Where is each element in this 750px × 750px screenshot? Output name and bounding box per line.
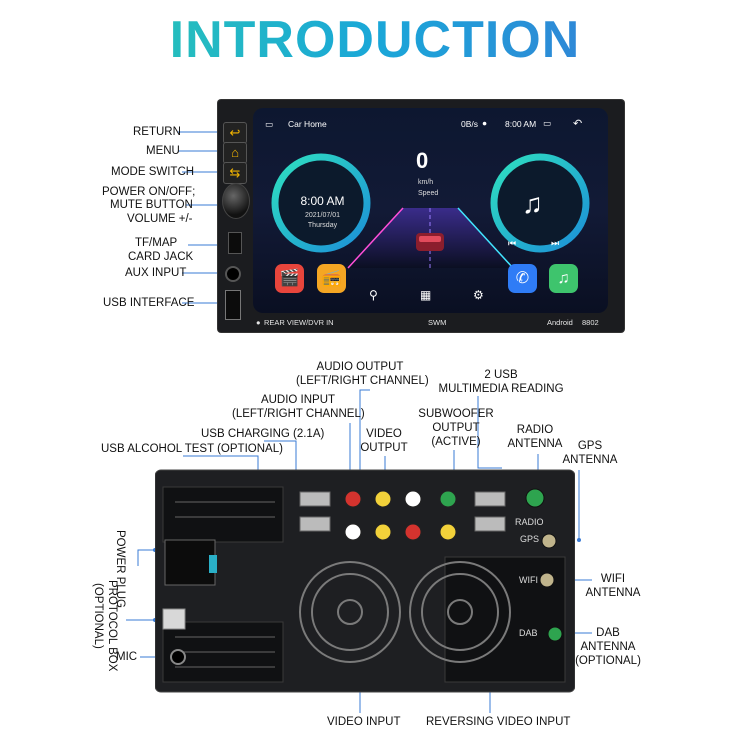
window-icon[interactable]: ▭: [543, 118, 552, 128]
label-dab-antenna-2: ANTENNA: [580, 641, 636, 653]
menu-button[interactable]: ⌂: [223, 142, 247, 164]
label-video-output-1: VIDEO: [366, 428, 402, 440]
label-subwoofer-1: SUBWOOFER: [418, 408, 494, 420]
label-protocol-box-2: (OPTIONAL): [92, 583, 104, 649]
label-menu: MENU: [146, 145, 180, 157]
mode-icon: ⇆: [229, 165, 241, 180]
speed-unit: km/h: [418, 179, 434, 186]
label-aux-input: AUX INPUT: [125, 267, 187, 279]
next-track-icon[interactable]: ⏭: [551, 238, 560, 248]
map-pin-icon[interactable]: ⚲: [369, 288, 378, 302]
music-note-icon[interactable]: ♫: [522, 188, 543, 219]
label-audio-input-2: (LEFT/RIGHT CHANNEL): [232, 408, 365, 420]
location-icon: ●: [482, 118, 488, 128]
home-icon-screen[interactable]: ▭: [265, 119, 274, 129]
label-return: RETURN: [133, 126, 181, 138]
clock-date: 2021/07/01: [304, 212, 341, 219]
label-usb-alcohol: USB ALCOHOL TEST (OPTIONAL): [101, 443, 283, 455]
label-gps-antenna-1: GPS: [577, 440, 603, 452]
label-radio-antenna-2: ANTENNA: [507, 438, 563, 450]
panel-dab-mark: DAB: [519, 628, 538, 638]
label-reversing-video-input: REVERSING VIDEO INPUT: [426, 716, 571, 728]
label-video-input: VIDEO INPUT: [327, 716, 401, 728]
back-icon[interactable]: ↶: [573, 118, 583, 130]
aux-jack[interactable]: [225, 266, 241, 282]
model-label: 8802: [582, 318, 599, 327]
rear-view-label: REAR VIEW/DVR IN: [264, 318, 334, 327]
clock-day: Thursday: [307, 222, 338, 229]
radio-app-icon[interactable]: 📻: [317, 264, 346, 293]
label-audio-output-2: (LEFT/RIGHT CHANNEL): [296, 375, 429, 387]
label-usb2-2: MULTIMEDIA READING: [438, 383, 564, 395]
settings-icon[interactable]: ⚙: [473, 288, 484, 302]
label-usb-charging: USB CHARGING (2.1A): [201, 428, 325, 440]
os-label: Android: [547, 318, 573, 327]
panel-radio-mark: RADIO: [515, 517, 544, 527]
label-power-1: POWER ON/OFF;: [102, 186, 196, 198]
clock-time: 8:00 AM: [300, 194, 345, 208]
label-audio-output-1: AUDIO OUTPUT: [316, 361, 404, 373]
bulb-icon: ●: [256, 318, 261, 327]
label-gps-antenna-2: ANTENNA: [562, 454, 618, 466]
return-icon: ↩: [229, 125, 241, 140]
page-title: INTRODUCTION: [0, 10, 750, 70]
label-tf-2: CARD JACK: [128, 251, 194, 263]
label-subwoofer-2: OUTPUT: [432, 422, 480, 434]
usb-port-front[interactable]: [225, 290, 241, 320]
label-power-2: MUTE BUTTON: [110, 199, 193, 211]
screen-graphics: [271, 153, 590, 269]
speed-label: Speed: [418, 190, 439, 197]
label-subwoofer-3: (ACTIVE): [431, 436, 481, 448]
label-dab-antenna-1: DAB: [596, 627, 620, 639]
label-usb2-1: 2 USB: [484, 369, 518, 381]
touch-screen[interactable]: ▭ Car Home 0B/s ● 8:00 AM ▭ ↶ 0 km/h Spe…: [253, 108, 608, 313]
label-mic: MIC: [116, 651, 138, 663]
label-wifi-antenna-1: WIFI: [600, 573, 626, 585]
app-title: Car Home: [288, 119, 327, 129]
phone-app-icon[interactable]: ✆: [508, 264, 537, 293]
label-dab-antenna-3: (OPTIONAL): [575, 655, 641, 667]
video-app-icon[interactable]: 🎬: [275, 264, 304, 293]
panel-wifi-mark: WIFI: [519, 575, 538, 585]
status-time: 8:00 AM: [505, 119, 537, 129]
volume-knob[interactable]: [222, 183, 250, 219]
label-tf-1: TF/MAP: [135, 237, 178, 249]
home-icon: ⌂: [231, 145, 239, 160]
prev-track-icon[interactable]: ⏮: [508, 238, 517, 248]
label-wifi-antenna-2: ANTENNA: [585, 587, 641, 599]
tf-card-slot[interactable]: [228, 232, 242, 254]
return-button[interactable]: ↩: [223, 122, 247, 144]
label-power-3: VOLUME +/-: [127, 213, 193, 225]
label-audio-input-1: AUDIO INPUT: [260, 394, 336, 406]
speed-value: 0: [416, 148, 429, 173]
panel-gps-mark: GPS: [520, 534, 540, 544]
label-mode-switch: MODE SWITCH: [111, 166, 195, 178]
label-video-output-2: OUTPUT: [360, 442, 408, 454]
label-usb-interface: USB INTERFACE: [103, 297, 195, 309]
mode-switch-button[interactable]: ⇆: [223, 162, 247, 184]
rear-panel: [155, 469, 575, 693]
label-radio-antenna-1: RADIO: [516, 424, 554, 436]
music-app-icon[interactable]: ♫: [549, 264, 578, 293]
brand-label: SWM: [428, 318, 447, 327]
net-speed: 0B/s: [461, 119, 479, 129]
grid-icon[interactable]: ▦: [420, 288, 432, 302]
